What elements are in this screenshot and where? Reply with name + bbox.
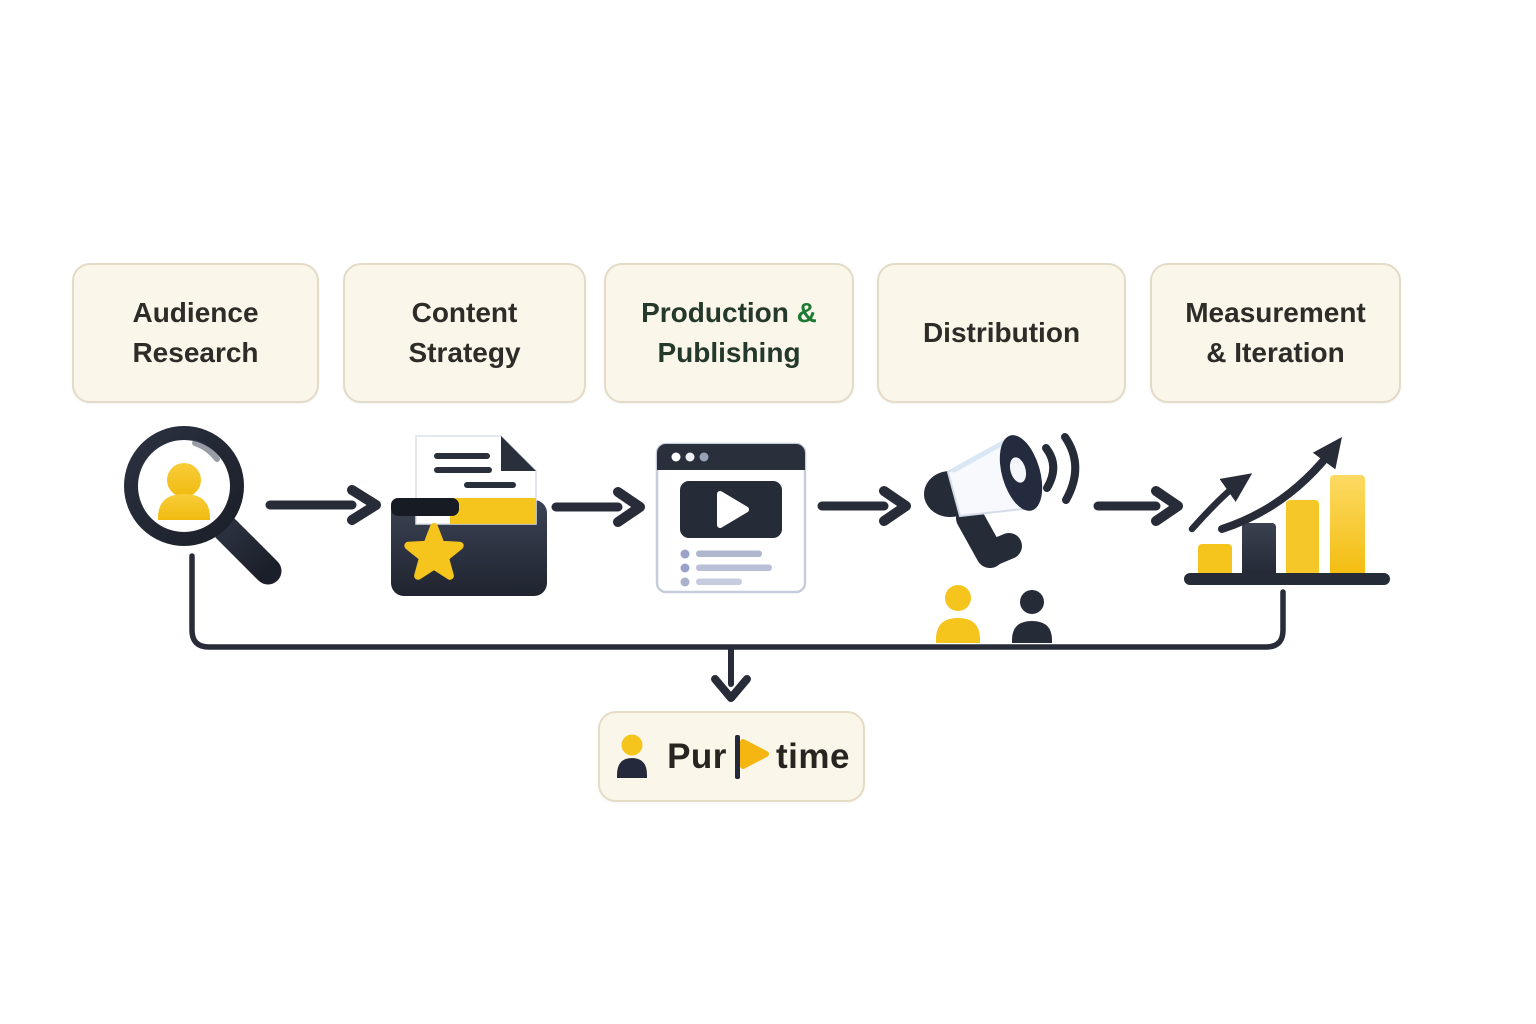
trend-arrow-icon <box>1188 473 1253 533</box>
stage-label: Audience Research <box>132 297 259 368</box>
stage-box-distribution: Distribution <box>877 263 1126 403</box>
stage-label: Measurement & Iteration <box>1185 297 1366 368</box>
feedback-box: Pur time <box>598 711 865 802</box>
sound-wave-icon <box>1061 433 1080 504</box>
audience-persons-icon <box>936 585 1052 643</box>
stage-box-audience-research: Audience Research <box>72 263 319 403</box>
stage-box-production-publishing: Production & Publishing <box>604 263 854 403</box>
ampersand-accent: & <box>796 297 817 329</box>
browser-video-icon <box>655 442 807 594</box>
feedback-box-text-pre: Pur <box>667 736 727 776</box>
play-icon <box>738 736 772 777</box>
stage-box-measurement-iteration: Measurement & Iteration <box>1150 263 1401 403</box>
person-icon <box>617 734 648 778</box>
text-cursor <box>734 734 740 779</box>
trend-arrow-icon <box>1218 436 1342 533</box>
feedback-box-text-post: time <box>775 736 850 776</box>
stage-label: Content Strategy <box>408 297 521 368</box>
megaphone-icon <box>924 433 1080 568</box>
stage-label: Distribution <box>922 317 1081 349</box>
growth-bar-chart-icon <box>1184 436 1390 585</box>
stage-box-content-strategy: Content Strategy <box>343 263 586 403</box>
folder-documents-icon <box>391 435 547 596</box>
sound-wave-icon <box>1042 444 1058 492</box>
stage-label: Production & Publishing <box>641 297 817 368</box>
person-magnifier-icon <box>124 426 282 585</box>
